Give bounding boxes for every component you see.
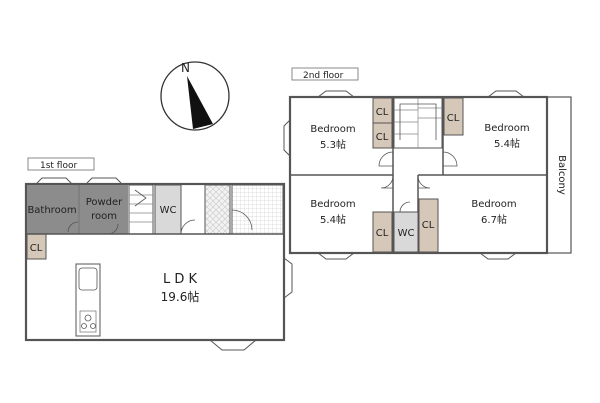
first-floor-tag: 1st floor [27,157,95,171]
closet-first-floor-label: CL [30,243,43,254]
powder-room-label-1: Powder [86,197,123,208]
bedroom-ne-label: Bedroom [484,123,529,134]
compass-needle-icon [187,76,213,129]
closet-ne [443,97,464,136]
compass: N [160,61,230,131]
first-floor-title: 1st floor [40,161,77,171]
entrance-tile [204,184,231,235]
bathroom-label: Bathroom [27,205,76,216]
closet-nw-bottom [372,122,393,149]
bedroom-sw-size: 5.4帖 [320,213,346,226]
closet-nw-bottom-label: CL [376,132,389,143]
sink-icon [78,267,98,291]
bedroom-nw-label: Bedroom [310,124,355,135]
closet-sw-label: CL [376,228,389,239]
wc-second-floor [393,211,419,253]
stove-burner-icon [90,323,96,329]
second-floor-windows [283,90,525,260]
wc-first-floor-label: WC [160,205,177,216]
first-floor-outline [24,182,286,342]
stairs-first-floor [128,184,154,235]
stove-burner-icon [84,314,92,322]
second-floor-title: 2nd floor [303,71,344,81]
stove-burner-icon [81,323,87,329]
second-floor: 2nd floor Balcony CL CL [283,67,572,260]
wc-second-floor-label: WC [398,228,415,239]
first-floor: 1st floor Bathroom Powder room WC [24,157,293,351]
bedroom-se-size: 6.7帖 [481,213,507,226]
closet-ne-label: CL [447,113,460,124]
first-floor-windows [35,177,293,351]
ldk-label: L D K [163,272,198,287]
closet-se [418,198,439,253]
balcony-label: Balcony [556,155,567,195]
powder-room-label-2: room [91,211,117,222]
closet-se-label: CL [422,220,435,231]
porch [231,184,284,235]
bedroom-nw-size: 5.3帖 [320,138,346,151]
stairs-first-floor-steps [129,189,153,223]
bedroom-sw-label: Bedroom [310,199,355,210]
bedroom-se-label: Bedroom [471,199,516,210]
powder-room [80,185,128,234]
bathroom [27,185,78,234]
compass-north-label: N [181,61,190,75]
closet-sw [372,211,393,253]
second-floor-door-swings [378,151,458,213]
ldk-size: 19.6帖 [161,289,200,304]
bedroom-ne-size: 5.4帖 [494,137,520,150]
stairs-second-floor-steps [394,98,442,148]
second-floor-tag: 2nd floor [291,67,359,81]
closet-nw-top-label: CL [376,107,389,118]
